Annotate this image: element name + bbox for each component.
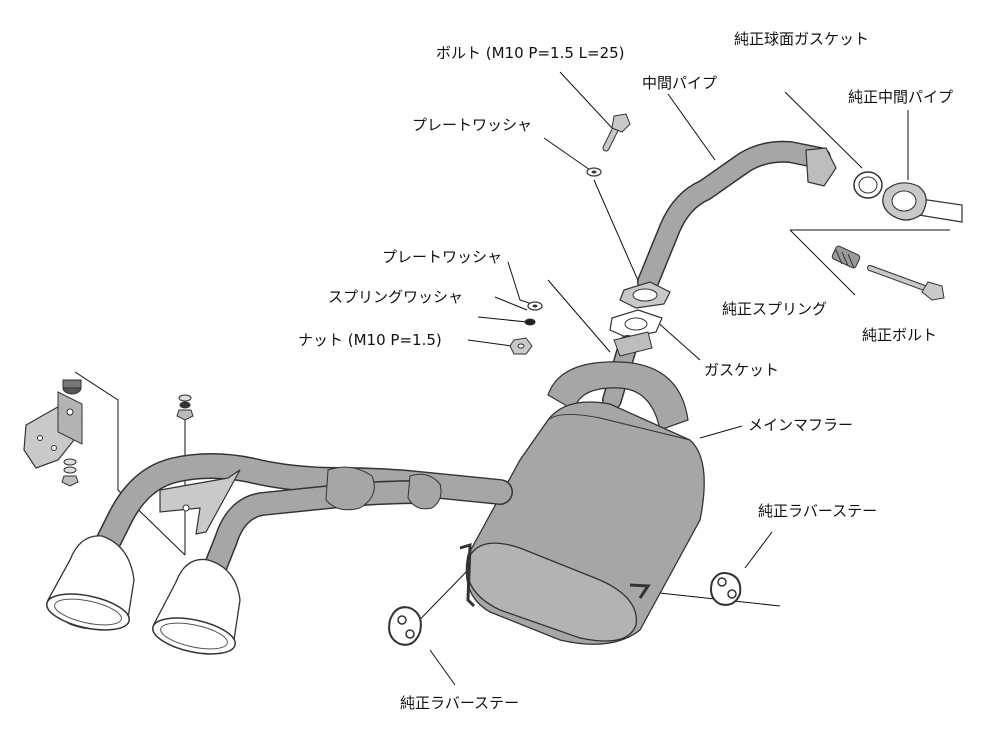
plate-washer-mid <box>527 301 543 311</box>
label-plate-washer-top: プレートワッシャ <box>412 116 532 134</box>
main-muffler <box>459 331 705 645</box>
leader-lines <box>74 71 950 686</box>
tail-bracket-fasteners <box>176 394 194 421</box>
gasket <box>609 309 663 339</box>
label-genuine-spherical-gasket: 純正球面ガスケット <box>734 30 869 48</box>
label-genuine-spring: 純正スプリング <box>722 300 827 318</box>
label-genuine-rubber-stay-right: 純正ラバーステー <box>758 502 877 520</box>
genuine-bolt <box>867 265 945 301</box>
left-hanger-bracket <box>23 379 83 487</box>
tail-pipe-assembly <box>46 453 513 655</box>
center-pipe-flange-top <box>805 147 837 187</box>
tail-pipe-tip-left <box>46 535 135 631</box>
plate-washer-top <box>586 167 602 177</box>
nut-m10 <box>509 337 533 355</box>
label-genuine-bolt: 純正ボルト <box>862 326 937 344</box>
label-spring-washer: スプリングワッシャ <box>328 288 463 306</box>
label-main-muffler: メインマフラー <box>748 416 853 434</box>
tail-pipe-bracket <box>159 469 241 535</box>
genuine-rubber-stay-bottom <box>388 606 422 646</box>
muffler-hanger-left <box>459 542 476 608</box>
label-center-pipe: 中間パイプ <box>642 74 717 92</box>
label-bolt: ボルト (M10 P=1.5 L=25) <box>436 44 625 62</box>
genuine-spring <box>831 245 861 269</box>
genuine-center-pipe <box>882 182 963 223</box>
label-plate-washer-mid: プレートワッシャ <box>382 248 502 266</box>
genuine-rubber-stay-right <box>710 572 742 606</box>
label-nut: ナット (M10 P=1.5) <box>298 331 442 349</box>
bolt-m10 <box>602 113 631 152</box>
spring-washer <box>524 318 536 326</box>
tail-pipe-tip-right <box>152 558 241 655</box>
label-genuine-center-pipe: 純正中間パイプ <box>848 88 953 106</box>
genuine-spherical-gasket <box>853 171 883 199</box>
callout-labels: ボルト (M10 P=1.5 L=25) 純正球面ガスケット 中間パイプ 純正中… <box>298 30 953 712</box>
label-genuine-rubber-stay-bottom: 純正ラバーステー <box>400 694 519 712</box>
label-gasket: ガスケット <box>704 361 779 379</box>
center-pipe <box>619 140 837 309</box>
muffler-hanger-right <box>629 583 651 599</box>
